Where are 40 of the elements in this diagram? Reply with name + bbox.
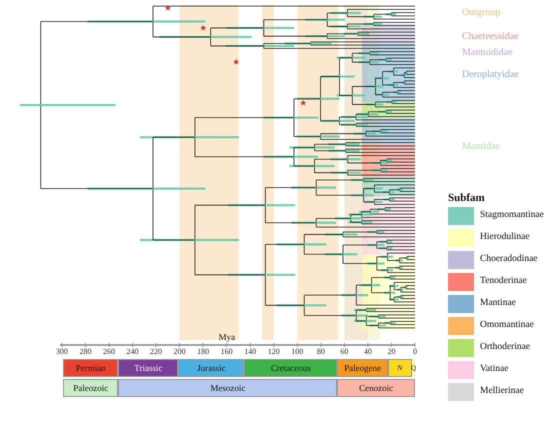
clade-label: Deroplatyidae xyxy=(462,70,519,80)
axis-tick-label: 300 xyxy=(54,348,69,356)
legend-label: Tenoderinae xyxy=(480,277,527,286)
legend-label: Orthoderinae xyxy=(480,343,530,352)
clade-label: Outgroup xyxy=(462,8,500,18)
axis-tick-label: 220 xyxy=(149,348,164,356)
legend-label: Vatinae xyxy=(480,365,508,374)
axis-tick-label: 200 xyxy=(172,348,187,356)
axis-tick-label: 140 xyxy=(243,348,258,356)
legend-label: Hierodulinae xyxy=(480,233,530,242)
axis-tick-label: 280 xyxy=(78,348,92,356)
period-box: Cretaceous xyxy=(244,359,338,377)
legend-label: Choeradodinae xyxy=(480,255,538,264)
period-box: Triassic xyxy=(118,359,178,377)
era-box: Cenozoic xyxy=(337,379,415,397)
axis-tick-label: 160 xyxy=(220,348,234,356)
axis-tick-label: 260 xyxy=(102,348,116,356)
legend-title: Subfam xyxy=(448,193,485,204)
axis-tick-label: 100 xyxy=(290,348,304,356)
period-box: Jurassic xyxy=(178,359,244,377)
clade-label: Mantidae xyxy=(462,142,500,152)
legend-label: Omomantinae xyxy=(480,321,534,330)
axis-tick-label: 240 xyxy=(126,348,140,356)
clade-label: Chaeteessidae xyxy=(462,32,519,42)
axis-tick-label: 60 xyxy=(339,348,350,356)
axis-tick-label: 120 xyxy=(266,348,281,356)
period-box: Paleogene xyxy=(337,359,388,377)
era-box: Paleozoic xyxy=(63,379,118,397)
legend-label: Stagmomantinae xyxy=(480,211,544,220)
period-box: Permian xyxy=(63,359,118,377)
axis-tick-label: 40 xyxy=(362,348,373,356)
legend-label: Mantinae xyxy=(480,299,516,308)
era-box: Mesozoic xyxy=(118,379,338,397)
axis-tick-label: 20 xyxy=(386,348,396,356)
clade-label: Mantoididae xyxy=(462,48,513,58)
axis-tick-label: 80 xyxy=(316,348,326,356)
axis-title: Mya xyxy=(218,333,236,342)
axis-tick-label: 0 xyxy=(412,348,418,356)
axis-tick-label: 180 xyxy=(196,348,210,356)
legend-label: Mellierinae xyxy=(480,387,524,396)
